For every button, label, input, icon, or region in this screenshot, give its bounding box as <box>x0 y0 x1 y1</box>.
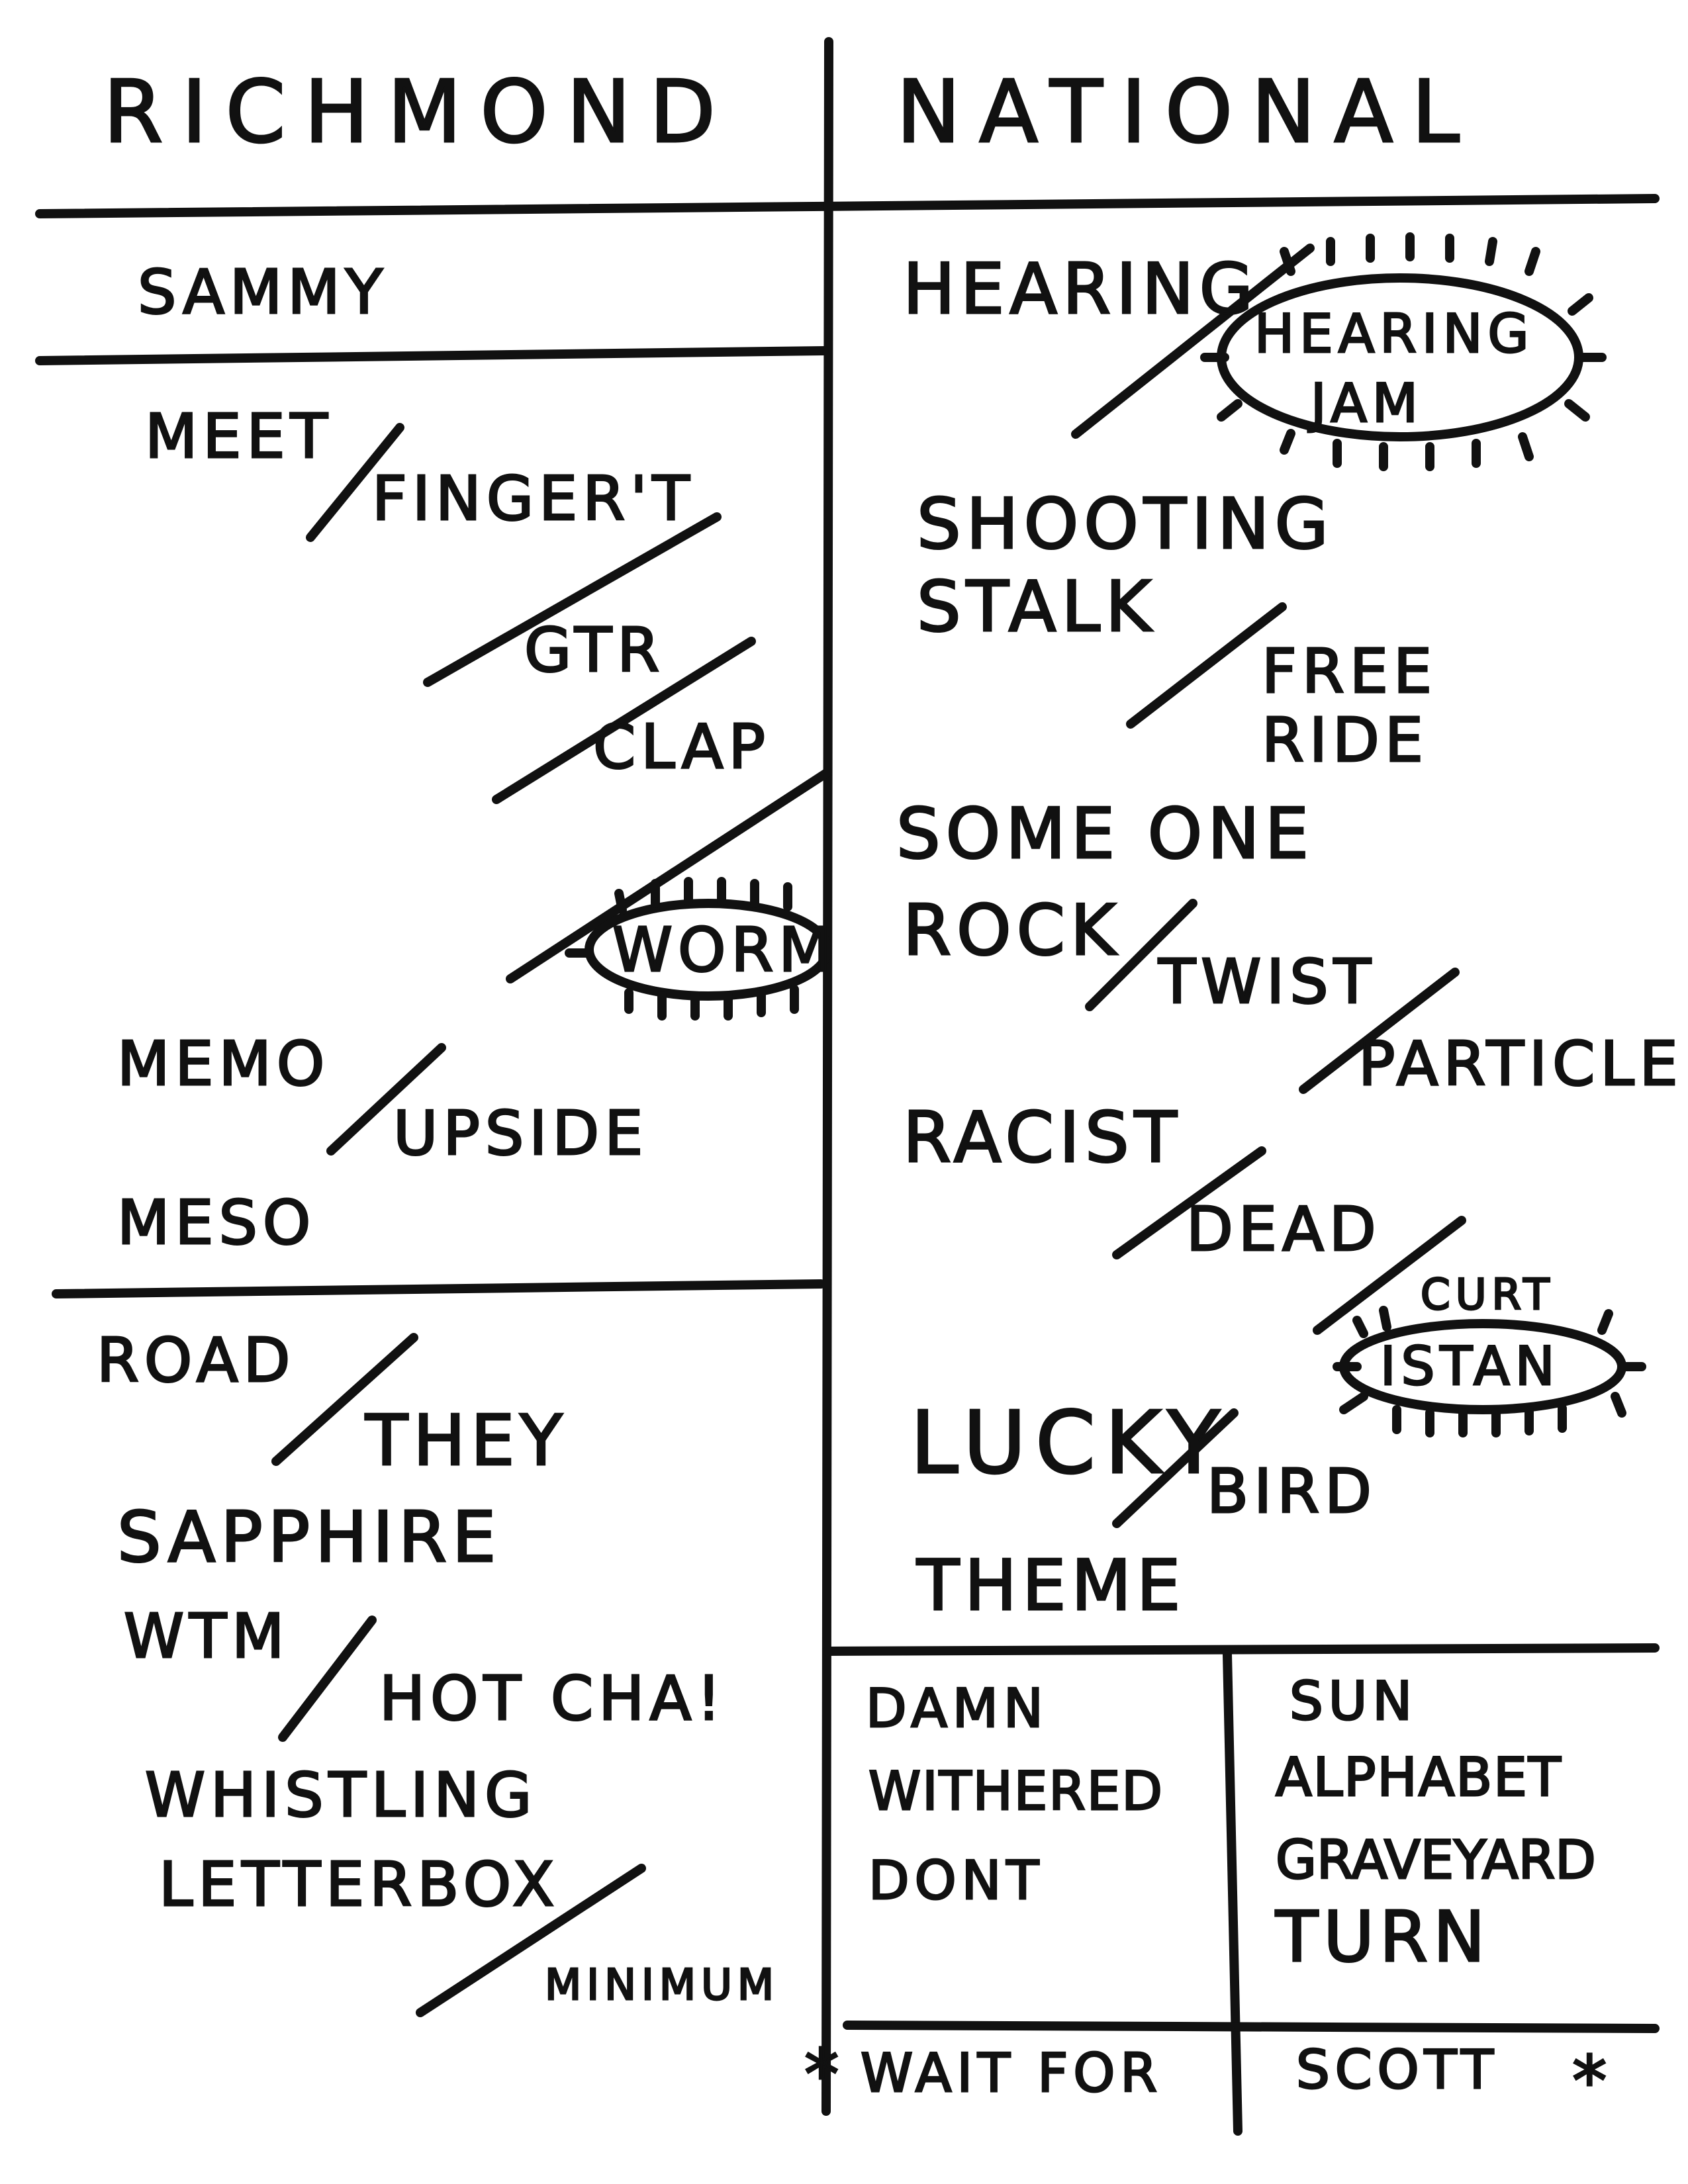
song-dont: DONT <box>867 1850 1045 1911</box>
segue-slash <box>1085 899 1197 1011</box>
song-upside: UPSIDE <box>392 1098 649 1169</box>
hearing-jam-rays <box>1200 232 1607 471</box>
segue-slash <box>1126 602 1287 729</box>
song-ride: RIDE <box>1260 705 1429 776</box>
song-dead: DEAD <box>1186 1194 1382 1265</box>
song-istan: ISTAN <box>1380 1336 1560 1397</box>
segue-slash <box>416 1864 646 2017</box>
song-hearing-jam-line2: JAM <box>1310 373 1423 434</box>
asterisk-right-icon: * <box>1571 2041 1613 2122</box>
segue-slash <box>1299 968 1460 1094</box>
song-alphabet: ALPHABET <box>1275 1747 1562 1808</box>
song-sapphire: SAPPHIRE <box>116 1497 502 1578</box>
song-clap: CLAP <box>592 711 771 782</box>
segue-slash <box>492 637 756 804</box>
segue-slash <box>306 423 404 542</box>
worm-rays <box>565 877 799 1021</box>
song-graveyard: GRAVEYARD <box>1275 1829 1597 1891</box>
segue-slash <box>271 1333 418 1466</box>
segue-slash <box>278 1615 377 1742</box>
song-meet: MEET <box>144 401 333 472</box>
segue-slash <box>506 768 832 983</box>
segue-slash <box>423 512 722 687</box>
istan-rays <box>1333 1306 1646 1437</box>
song-memo: MEMO <box>116 1028 330 1099</box>
segue-slash <box>326 1043 446 1156</box>
song-whistling: WHISTLING <box>144 1760 538 1831</box>
song-hot-cha: HOT CHA! <box>378 1663 727 1734</box>
song-sammy: SAMMY <box>137 257 388 328</box>
box-bottom-divider <box>843 2021 1660 2033</box>
song-stalk: STALK <box>916 567 1156 647</box>
song-wtm: WTM <box>123 1601 290 1672</box>
segue-slash <box>1112 1146 1266 1259</box>
song-hearing-jam-line1: HEARING <box>1253 303 1534 365</box>
song-twist: TWIST <box>1158 946 1376 1017</box>
song-sun: SUN <box>1288 1670 1418 1732</box>
song-bird: BIRD <box>1205 1456 1378 1527</box>
venue-header-richmond: RICHMOND <box>102 62 735 162</box>
song-gtr: GTR <box>523 615 665 686</box>
song-hearing: HEARING <box>902 249 1258 330</box>
center-divider <box>821 37 833 2116</box>
song-turn: TURN <box>1275 1897 1491 1978</box>
segue-slash <box>1313 1216 1466 1335</box>
footer-wait-for: WAIT FOR <box>860 2042 1162 2104</box>
song-worm: WORM <box>612 915 837 985</box>
song-racist: RACIST <box>902 1097 1182 1178</box>
song-finger-t: FINGER'T <box>371 463 695 534</box>
song-they: THEY <box>365 1400 568 1481</box>
footer-scott: SCOTT <box>1295 2039 1499 2101</box>
song-theme: THEME <box>915 1545 1186 1626</box>
box-top-divider <box>823 1643 1660 1656</box>
venue-header-national: NATIONAL <box>896 62 1478 162</box>
song-letterbox: LETTERBOX <box>158 1849 560 1920</box>
header-divider <box>35 194 1660 218</box>
song-withered: WITHERED <box>868 1760 1164 1822</box>
song-rock: ROCK <box>902 890 1121 971</box>
segue-slash <box>1112 1408 1239 1528</box>
song-curt: CURT <box>1419 1271 1555 1320</box>
left-section-divider <box>52 1279 825 1298</box>
song-meso: MESO <box>116 1187 316 1258</box>
song-some-one: SOME ONE <box>895 794 1315 874</box>
segue-slash <box>1071 244 1315 439</box>
sammy-divider <box>35 346 829 365</box>
song-particle: PARTICLE <box>1358 1028 1683 1099</box>
box-center-divider <box>1223 1650 1243 2136</box>
song-lucky: LUCKY <box>910 1392 1229 1493</box>
song-road: ROAD <box>96 1325 296 1396</box>
asterisk-left-icon: * <box>804 2034 845 2115</box>
song-damn: DAMN <box>865 1678 1049 1739</box>
song-minimum: MINIMUM <box>543 1961 780 2010</box>
song-shooting: SHOOTING <box>916 484 1334 565</box>
song-free: FREE <box>1260 636 1438 707</box>
